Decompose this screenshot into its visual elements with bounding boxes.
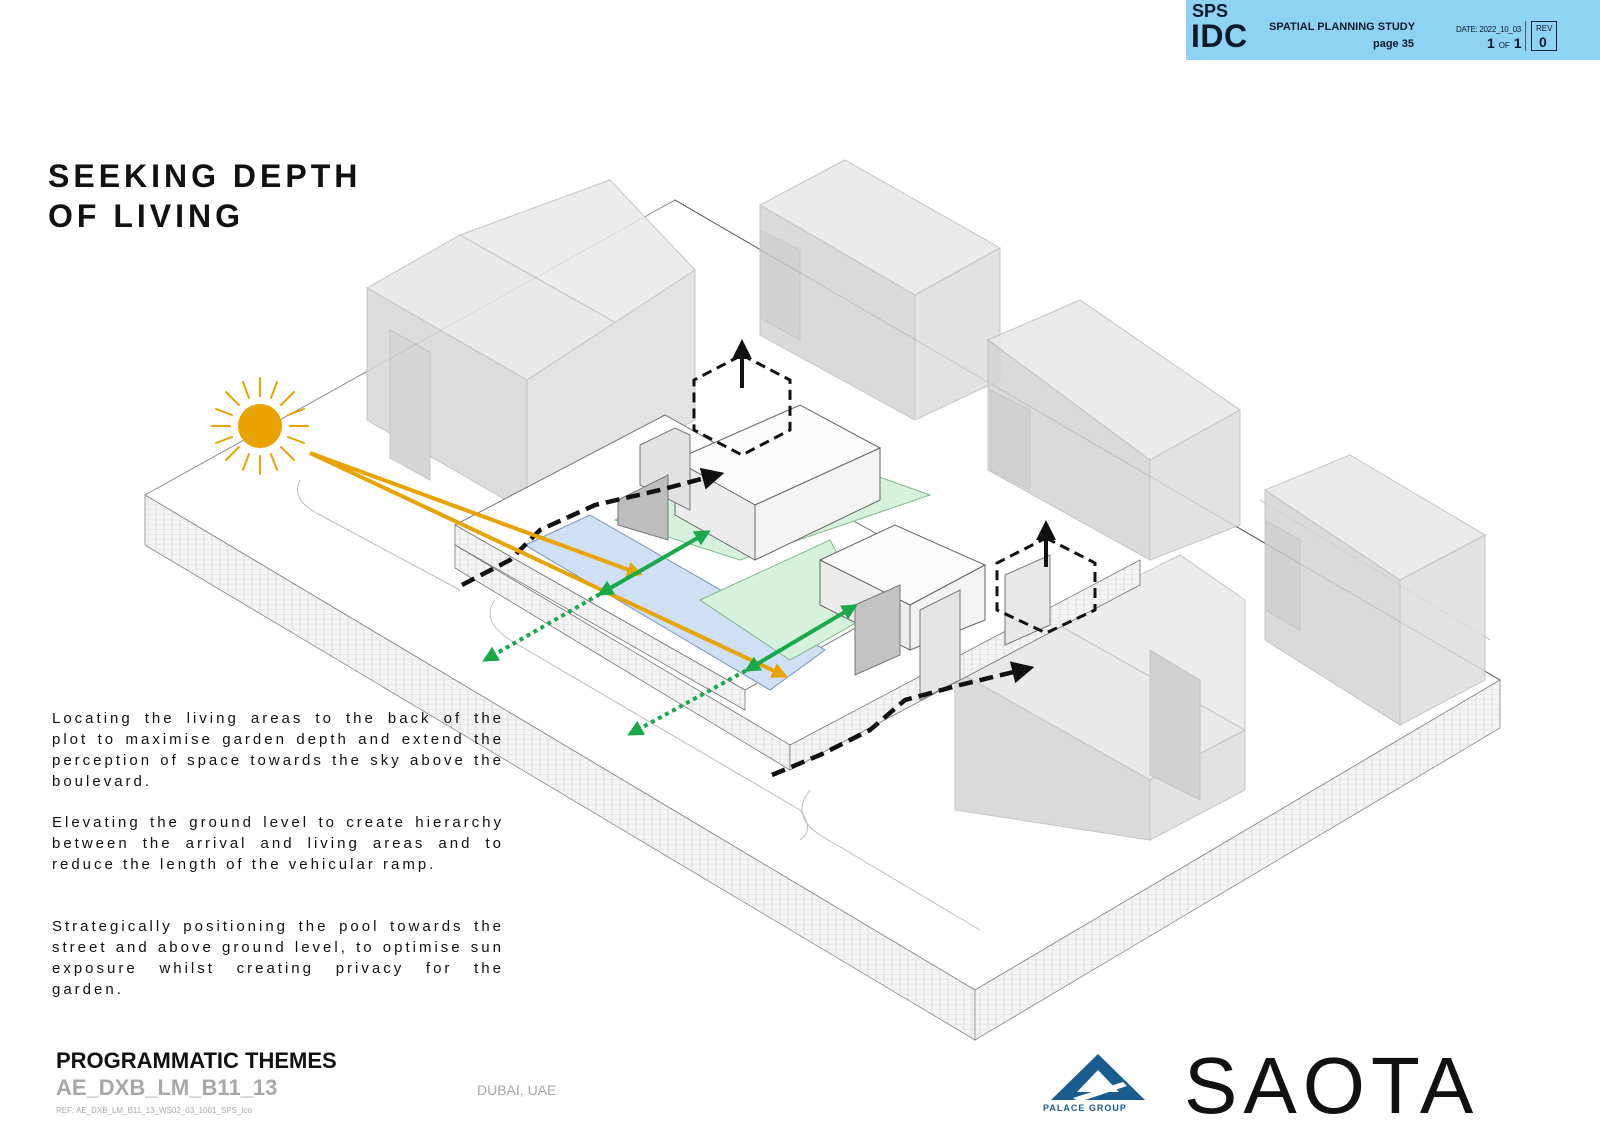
sky-view-hexagon-icon-2 <box>995 520 1097 635</box>
revision-box: REV 0 <box>1531 21 1557 51</box>
arrival-arrow-icon-2 <box>771 661 1035 778</box>
sun-ray-arrow-icon <box>309 451 644 578</box>
page-title: SEEKING DEPTH OF LIVING <box>48 158 362 234</box>
description-paragraph: Locating the living areas to the back of… <box>52 710 504 790</box>
arrival-arrow-icon <box>460 467 725 587</box>
sheet-total: 1 <box>1513 35 1522 51</box>
palace-group-logo-icon <box>1051 1054 1145 1102</box>
garden-connection-dashed-arrow-2 <box>627 668 748 736</box>
garden-connection-arrow-icon <box>597 530 711 596</box>
sun-icon <box>211 377 309 475</box>
sky-view-hexagon-icon <box>692 339 792 457</box>
saota-logo: SAOTA <box>1184 1041 1480 1130</box>
garden-connection-dashed-arrow <box>482 592 601 662</box>
description-paragraph: Strategically positioning the pool towar… <box>52 918 504 998</box>
palace-group-logo-text: PALACE GROUP <box>1043 1103 1127 1113</box>
title-block-page: page 35 <box>1373 38 1414 50</box>
garden-connection-arrow-icon-2 <box>744 604 858 672</box>
description-paragraph: Elevating the ground level to create hie… <box>52 814 504 873</box>
context-building-far-right <box>1263 454 1487 726</box>
title-block-sheet: 1 OF 1 <box>1487 35 1521 51</box>
title-block-divider <box>1525 21 1526 51</box>
title-block: SPS IDC SPATIAL PLANNING STUDY page 35 D… <box>1186 0 1600 60</box>
revision-label: REV <box>1536 24 1553 33</box>
context-building-right-middle <box>987 299 1241 561</box>
context-building-back <box>758 159 1002 421</box>
footer-location: DUBAI, UAE <box>477 1082 557 1098</box>
footer-theme: PROGRAMMATIC THEMES <box>56 1048 337 1073</box>
house-volume-front <box>818 524 1051 701</box>
sun-ray-arrow-icon-2 <box>309 451 788 678</box>
house-volume-rear <box>617 404 882 561</box>
revision-value: 0 <box>1539 34 1547 50</box>
title-block-study: SPATIAL PLANNING STUDY <box>1269 21 1416 33</box>
footer-project-code: AE_DXB_LM_B11_13 <box>56 1075 278 1100</box>
footer-reference: REF: AE_DXB_LM_B11_13_WS02_03_1001_SPS_I… <box>56 1106 252 1115</box>
title-block-date: DATE: 2022_10_03 <box>1456 25 1521 34</box>
sheet-of: OF <box>1498 41 1510 50</box>
context-building-left <box>365 179 696 513</box>
title-block-program: SPS <box>1192 1 1229 21</box>
title-block-code: IDC <box>1191 18 1248 54</box>
sheet-current: 1 <box>1487 35 1495 51</box>
